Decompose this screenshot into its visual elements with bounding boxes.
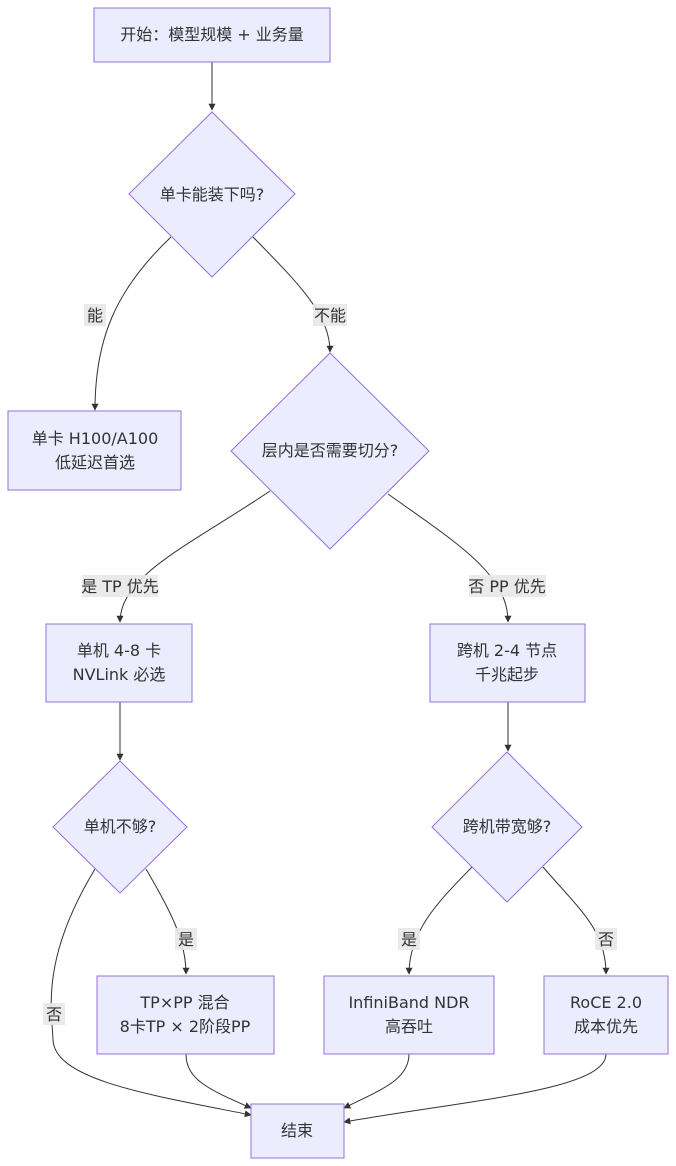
node-q-single-fit: 单卡能装下吗?: [128, 111, 296, 278]
node-q-machine-enough: 单机不够?: [52, 760, 188, 894]
edge-label-yes-tp: 是 TP 优先: [81, 575, 159, 597]
node-infiniband-line1: InfiniBand NDR: [348, 993, 469, 1012]
edge-label-yes-bw: 是: [398, 928, 420, 950]
node-infiniband: InfiniBand NDR 高吞吐: [323, 975, 495, 1055]
node-start: 开始：模型规模 + 业务量: [93, 7, 331, 63]
edge-roce-to-end: [343, 1053, 607, 1125]
edge-layer-yes: [116, 490, 271, 623]
node-cross-machine: 跨机 2-4 节点 千兆起步: [429, 623, 586, 703]
edge-tppp-to-end: [185, 1053, 252, 1109]
svg-text:不能: 不能: [314, 306, 346, 325]
svg-text:是 TP 优先: 是 TP 优先: [81, 577, 159, 596]
edge-label-yes-machine: 是: [175, 928, 197, 950]
node-q-intra-layer-text: 层内是否需要切分?: [262, 441, 399, 460]
edge-bw-no: [542, 866, 610, 975]
node-single-card: 单卡 H100/A100 低延迟首选: [7, 410, 182, 491]
node-end-text: 结束: [281, 1121, 313, 1140]
node-infiniband-line2: 高吞吐: [385, 1017, 433, 1036]
node-single-card-line2: 低延迟首选: [55, 453, 135, 472]
node-roce: RoCE 2.0 成本优先: [543, 975, 669, 1055]
svg-text:否 PP 优先: 否 PP 优先: [468, 577, 545, 596]
edges: [50, 62, 610, 1125]
node-tp-pp-mix-line2: 8卡TP × 2阶段PP: [120, 1017, 251, 1036]
edge-label-no-pp: 否 PP 优先: [468, 575, 546, 597]
node-tp-pp-mix-line1: TP×PP 混合: [139, 993, 229, 1012]
node-end: 结束: [250, 1103, 345, 1159]
node-roce-line2: 成本优先: [574, 1017, 638, 1036]
edge-layer-no: [387, 493, 512, 623]
edge-machine-yes: [145, 868, 190, 975]
node-single-card-line1: 单卡 H100/A100: [32, 429, 159, 448]
edge-label-no-machine: 否: [43, 1003, 65, 1025]
edge-ib-to-end: [343, 1053, 410, 1109]
node-q-bandwidth-text: 跨机带宽够?: [463, 817, 552, 836]
svg-text:能: 能: [87, 306, 103, 325]
edge-label-yes-fit: 能: [84, 304, 106, 326]
edge-bw-yes: [405, 866, 473, 975]
node-roce-line1: RoCE 2.0: [570, 993, 642, 1012]
edge-machine-no: [50, 868, 252, 1118]
node-single-machine-line2: NVLink 必选: [73, 665, 166, 684]
edge-label-no-fit: 不能: [313, 304, 347, 326]
edge-fit-yes: [91, 236, 172, 411]
node-q-single-fit-text: 单卡能装下吗?: [160, 185, 265, 204]
node-single-machine: 单机 4-8 卡 NVLink 必选: [45, 623, 193, 703]
svg-text:是: 是: [401, 930, 417, 949]
node-q-intra-layer: 层内是否需要切分?: [230, 352, 430, 550]
svg-text:是: 是: [178, 930, 194, 949]
node-start-text: 开始：模型规模 + 业务量: [120, 25, 304, 44]
edge-fit-no: [252, 236, 334, 353]
node-cross-machine-line2: 千兆起步: [475, 665, 539, 684]
svg-text:否: 否: [598, 930, 614, 949]
edge-label-no-bw: 否: [595, 928, 617, 950]
node-q-bandwidth: 跨机带宽够?: [431, 751, 583, 903]
node-single-machine-line1: 单机 4-8 卡: [77, 641, 161, 660]
node-cross-machine-line1: 跨机 2-4 节点: [457, 641, 557, 660]
svg-text:否: 否: [46, 1005, 62, 1024]
node-tp-pp-mix: TP×PP 混合 8卡TP × 2阶段PP: [96, 975, 275, 1055]
node-q-machine-enough-text: 单机不够?: [84, 817, 157, 836]
